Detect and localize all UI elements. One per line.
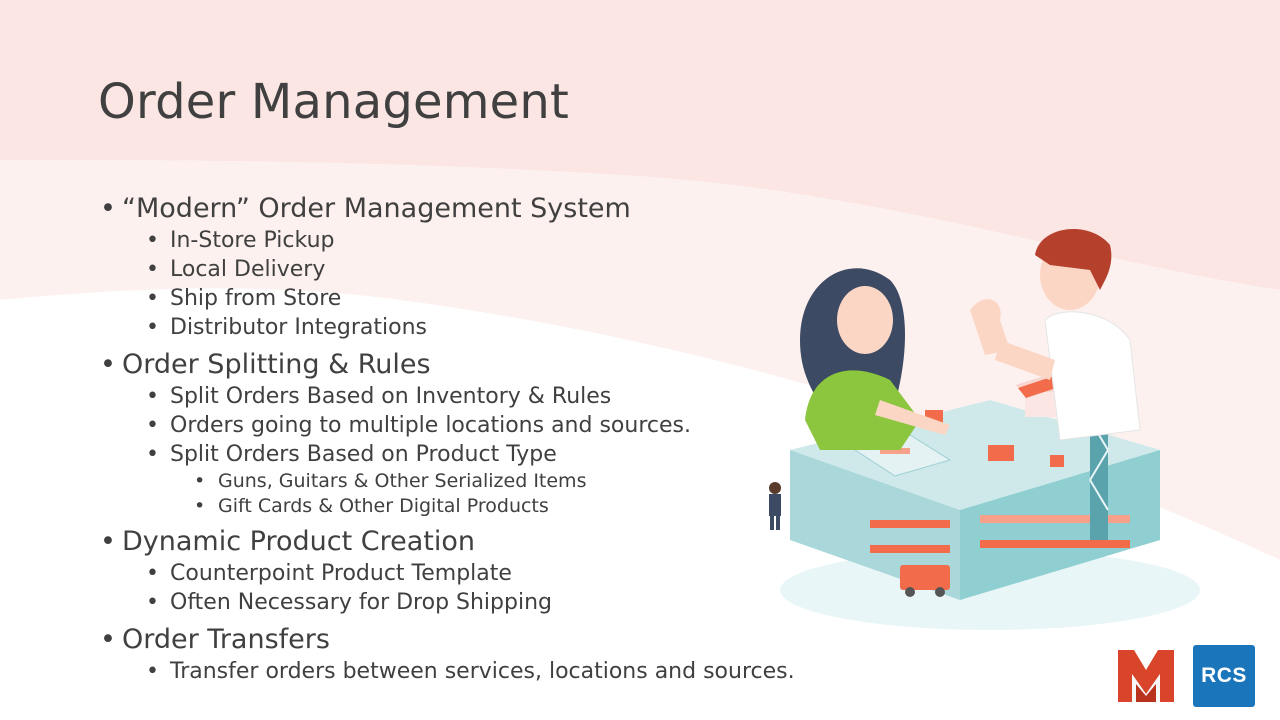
sub-bullet-local-delivery: Local Delivery [100,255,820,284]
m-brand-logo [1118,650,1174,702]
warehouse-illustration [769,228,1200,630]
sub-bullet-transfer-orders: Transfer orders between services, locati… [100,657,820,686]
sub-bullet-distributor-integrations: Distributor Integrations [100,313,820,342]
bullet-list: “Modern” Order Management System In-Stor… [100,190,820,686]
sub-bullet-in-store-pickup: In-Store Pickup [100,226,820,255]
sub-bullet-counterpoint-template: Counterpoint Product Template [100,559,820,588]
sub-sub-bullet-serialized: Guns, Guitars & Other Serialized Items [100,469,820,494]
rcs-logo-text: RCS [1201,664,1247,687]
sub-bullet-ship-from-store: Ship from Store [100,284,820,313]
rcs-logo: RCS [1193,645,1255,707]
sub-bullet-multiple-locations: Orders going to multiple locations and s… [100,411,820,440]
slide-title: Order Management [98,74,570,130]
bullet-order-transfers: Order Transfers [100,623,820,657]
bullet-order-splitting: Order Splitting & Rules [100,348,820,382]
bullet-modern-oms: “Modern” Order Management System [100,192,820,226]
sub-sub-bullet-digital: Gift Cards & Other Digital Products [100,494,820,519]
sub-bullet-drop-shipping: Often Necessary for Drop Shipping [100,588,820,617]
sub-bullet-split-inventory: Split Orders Based on Inventory & Rules [100,382,820,411]
sub-bullet-split-product-type: Split Orders Based on Product Type [100,440,820,469]
bullet-dynamic-product: Dynamic Product Creation [100,525,820,559]
